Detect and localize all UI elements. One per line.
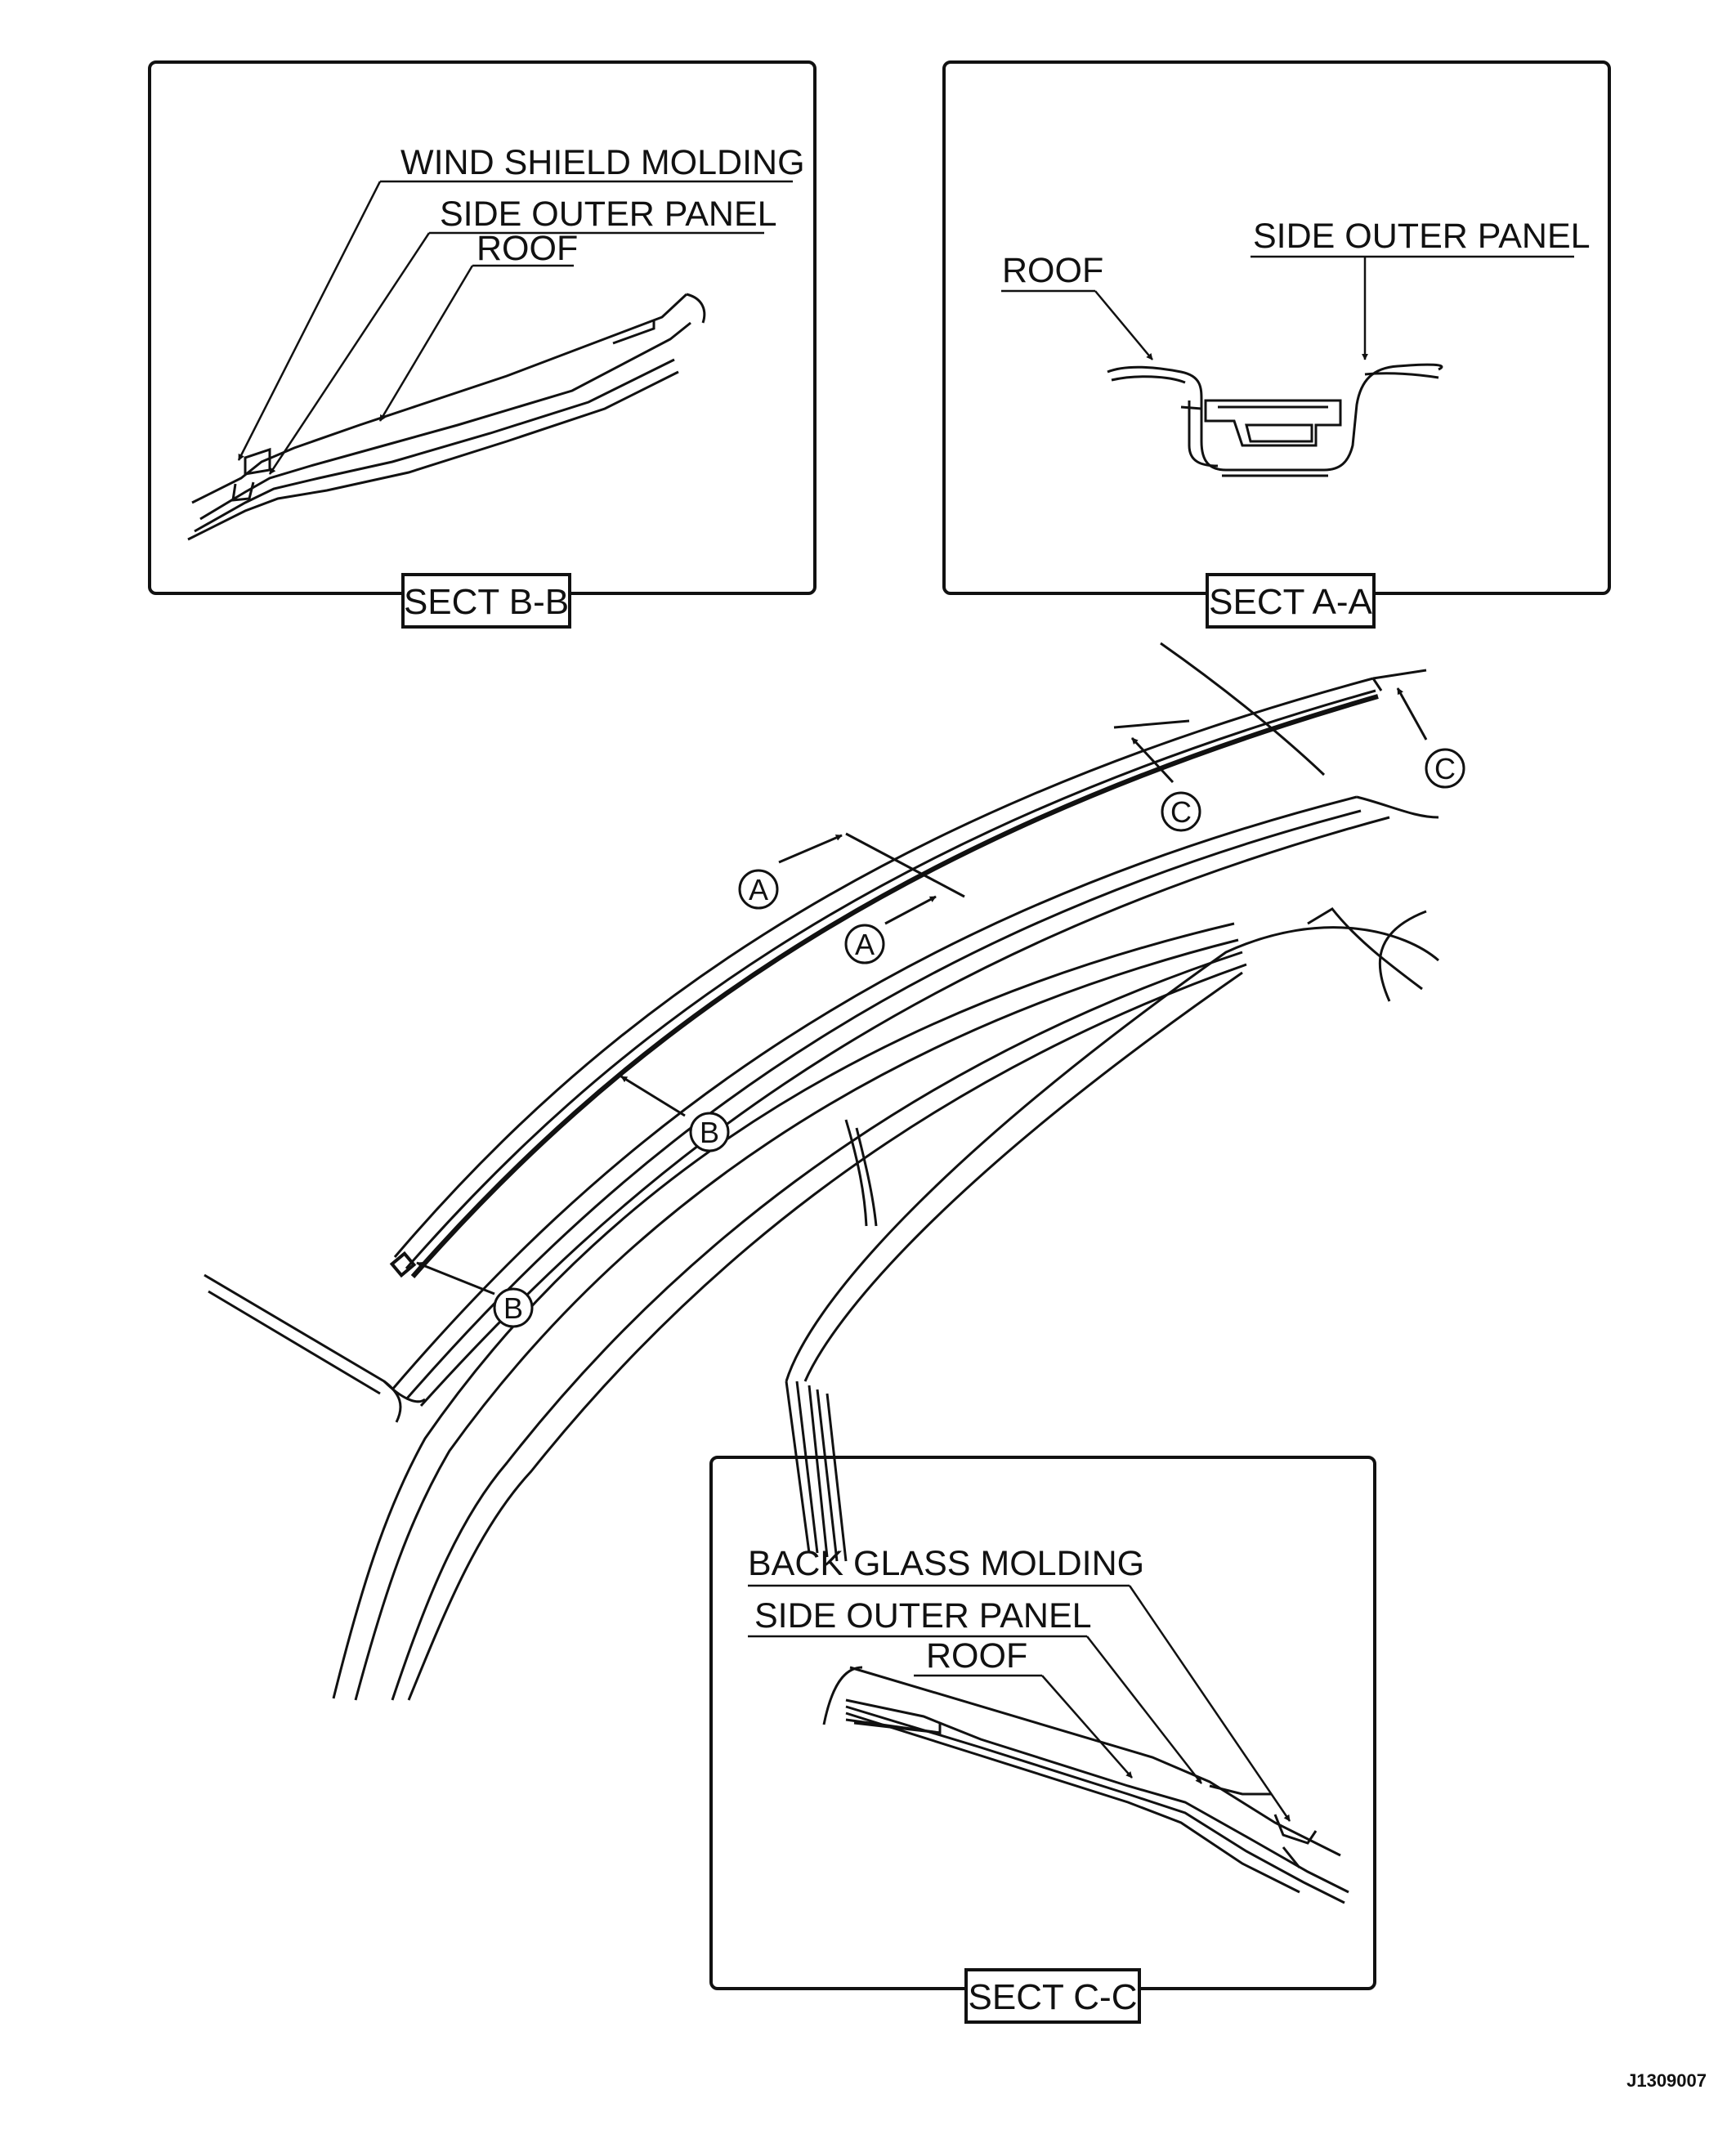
section-cut-lines — [416, 669, 1428, 1295]
section-c-c-caption: SECT C-C — [969, 1977, 1138, 2017]
section-b-b-caption: SECT B-B — [404, 582, 569, 622]
label-side-outer-panel-b: SIDE OUTER PANEL — [440, 195, 777, 234]
callout-a-lower: A — [844, 924, 885, 964]
cut-line-c-right — [1372, 669, 1427, 680]
section-c-c-leaders — [748, 1584, 1291, 1822]
arrow-c-right — [1396, 687, 1428, 741]
label-side-outer-panel-a: SIDE OUTER PANEL — [1253, 217, 1591, 256]
cut-line-c-left — [1113, 719, 1190, 729]
callout-b-lower: B — [493, 1287, 534, 1328]
label-roof-c: ROOF — [926, 1636, 1027, 1676]
section-b-b-frame — [148, 60, 817, 595]
callout-c-right: C — [1425, 748, 1465, 789]
section-a-a-panel: ROOF SIDE OUTER PANEL SECT A-A — [942, 60, 1611, 629]
callout-c-left: C — [1161, 791, 1201, 832]
callout-b-lower-label: B — [503, 1291, 523, 1325]
label-roof-b: ROOF — [477, 229, 578, 268]
figure-id: J1309007 — [1626, 2070, 1707, 2091]
section-c-c-caption-box — [964, 1968, 1141, 2024]
section-a-a-leaders — [1001, 255, 1574, 360]
callout-c-left-label: C — [1170, 795, 1192, 829]
callout-b-upper-label: B — [700, 1116, 719, 1149]
arrow-b-lower — [416, 1261, 495, 1295]
callout-b-upper: B — [689, 1112, 730, 1152]
section-a-a-frame — [942, 60, 1611, 595]
section-a-a-caption-box — [1206, 573, 1376, 629]
callout-a-lower-label: A — [855, 928, 875, 961]
molding-outer-edge — [393, 677, 1374, 1258]
section-c-c-frame — [709, 1456, 1376, 1990]
section-c-c-drawing — [822, 1666, 1349, 1904]
label-side-outer-panel-c: SIDE OUTER PANEL — [754, 1596, 1092, 1636]
arrow-a-upper — [778, 834, 843, 864]
arrow-b-upper — [620, 1075, 686, 1117]
section-b-b-caption-box — [401, 573, 571, 629]
section-b-b-panel: WIND SHIELD MOLDING SIDE OUTER PANEL ROO… — [148, 60, 817, 629]
arrow-a-lower — [884, 895, 937, 925]
callout-a-upper-label: A — [749, 873, 768, 906]
arrow-c-left — [1130, 736, 1174, 784]
cut-line-a — [845, 832, 965, 898]
section-b-b-leaders — [237, 180, 793, 475]
callout-a-upper: A — [738, 869, 779, 910]
side-outer-panel-edge — [391, 795, 1358, 1390]
label-roof-a: ROOF — [1002, 251, 1103, 290]
section-a-a-drawing — [1107, 363, 1443, 477]
callout-c-right-label: C — [1434, 752, 1456, 785]
roof-main-view — [204, 642, 1439, 1701]
label-wind-shield-molding: WIND SHIELD MOLDING — [400, 143, 805, 182]
section-a-a-caption: SECT A-A — [1209, 582, 1372, 622]
callout-markers: A A B B C C — [493, 748, 1465, 1328]
section-b-b-drawing — [187, 293, 706, 541]
section-c-c-panel: BACK GLASS MOLDING SIDE OUTER PANEL ROOF… — [709, 1456, 1376, 2024]
label-back-glass-molding: BACK GLASS MOLDING — [748, 1544, 1144, 1583]
